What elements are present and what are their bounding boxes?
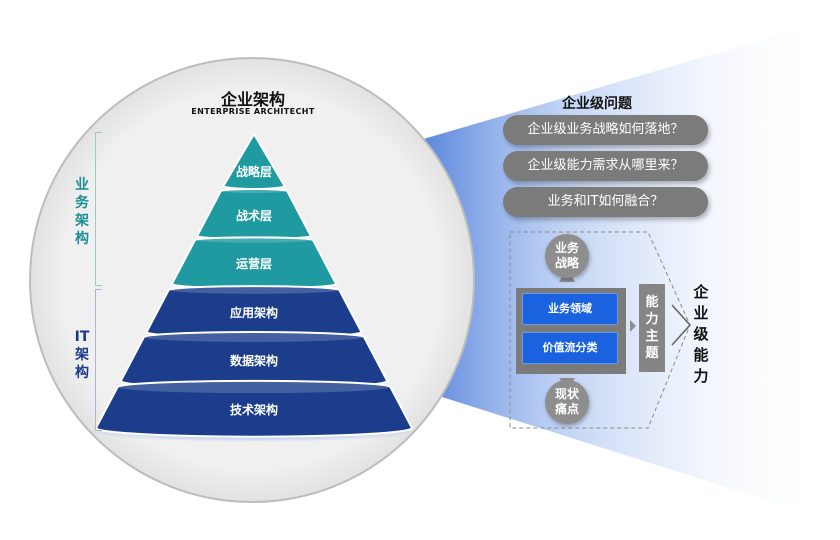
- light-beam: [420, 20, 830, 520]
- pyramid-layer-label: 运营层: [235, 257, 272, 271]
- value-stream-box: 价值流分类: [522, 332, 618, 364]
- strategy-circle-label: 业务战略: [554, 241, 579, 270]
- pain-point-circle: 现状痛点: [545, 380, 589, 424]
- question-pill: 业务和IT如何融合？: [503, 187, 708, 217]
- business-arch-label: 业务架构: [75, 177, 89, 247]
- pyramid-layer-highlight: [195, 237, 313, 243]
- pyramid-title: 企业架构: [220, 90, 285, 109]
- pain-point-circle-label: 现状痛点: [554, 387, 579, 416]
- question-pill: 企业级业务战略如何落地？: [503, 115, 708, 145]
- pyramid-layer-highlight: [220, 189, 288, 193]
- pyramid-layer-highlight: [117, 380, 391, 394]
- pyramid-layer-label: 技术架构: [229, 402, 278, 417]
- pyramid-layer-highlight: [143, 332, 365, 342]
- pyramid-layer-highlight: [168, 286, 340, 294]
- questions-title: 企业级问题: [562, 96, 632, 112]
- pyramid-layer: [94, 379, 414, 438]
- arrow-to-theme: [630, 320, 636, 332]
- pyramid-subtitle: ENTERPRISE ARCHITECHT: [191, 107, 315, 116]
- capability-theme-label: 能力主题: [645, 295, 659, 361]
- pyramid-layer-label: 数据架构: [229, 354, 278, 368]
- question-pill: 企业级能力需求从哪里来？: [503, 151, 708, 181]
- it-arch-bracket: [95, 289, 102, 431]
- capability-theme-box: 能力主题: [639, 284, 665, 372]
- business-arch-bracket: [95, 132, 102, 286]
- pyramid-layers: [94, 132, 414, 438]
- business-domain-box: 业务领域: [522, 293, 618, 325]
- strategy-circle: 业务战略: [545, 234, 589, 278]
- chevron-right-icon: [671, 304, 692, 346]
- pyramid-layer-label: 应用架构: [229, 306, 278, 320]
- pyramid-layer-label: 战略层: [235, 165, 272, 179]
- it-arch-label: IT架构: [74, 329, 90, 381]
- pyramid-layer-label: 战术层: [235, 208, 272, 223]
- enterprise-capability-label: 企业级能力: [693, 283, 709, 385]
- dashed-frame: [509, 231, 691, 429]
